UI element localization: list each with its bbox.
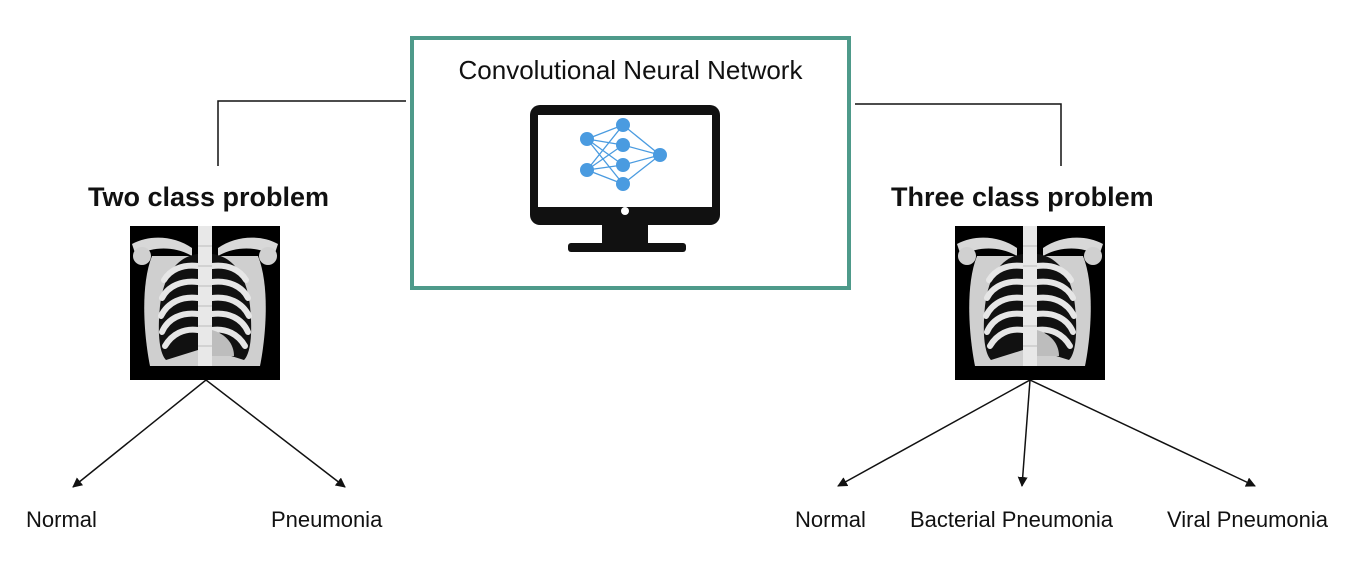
three-class-output-viral-pneumonia: Viral Pneumonia [1167, 507, 1329, 532]
monitor-with-neural-network-icon [530, 105, 720, 252]
two-class-title: Two class problem [88, 182, 330, 212]
chest-xray-icon [130, 226, 280, 380]
two-class-output-pneumonia: Pneumonia [271, 507, 383, 532]
three-class-output-normal: Normal [795, 507, 866, 532]
three-class-output-bacterial-pneumonia: Bacterial Pneumonia [910, 507, 1114, 532]
network-to-two-class-line [217, 100, 406, 166]
arrow-three-class-viral [1029, 379, 1256, 487]
arrow-three-class-bacterial [1017, 379, 1031, 487]
two-class-output-normal: Normal [26, 507, 97, 532]
arrow-two-class-pneumonia [205, 379, 346, 488]
network-title: Convolutional Neural Network [458, 55, 803, 85]
network-to-three-class-line [855, 103, 1062, 166]
arrow-two-class-normal [72, 379, 207, 488]
arrow-three-class-normal [837, 379, 1031, 487]
chest-xray-icon [955, 226, 1105, 380]
three-class-title: Three class problem [891, 182, 1154, 212]
